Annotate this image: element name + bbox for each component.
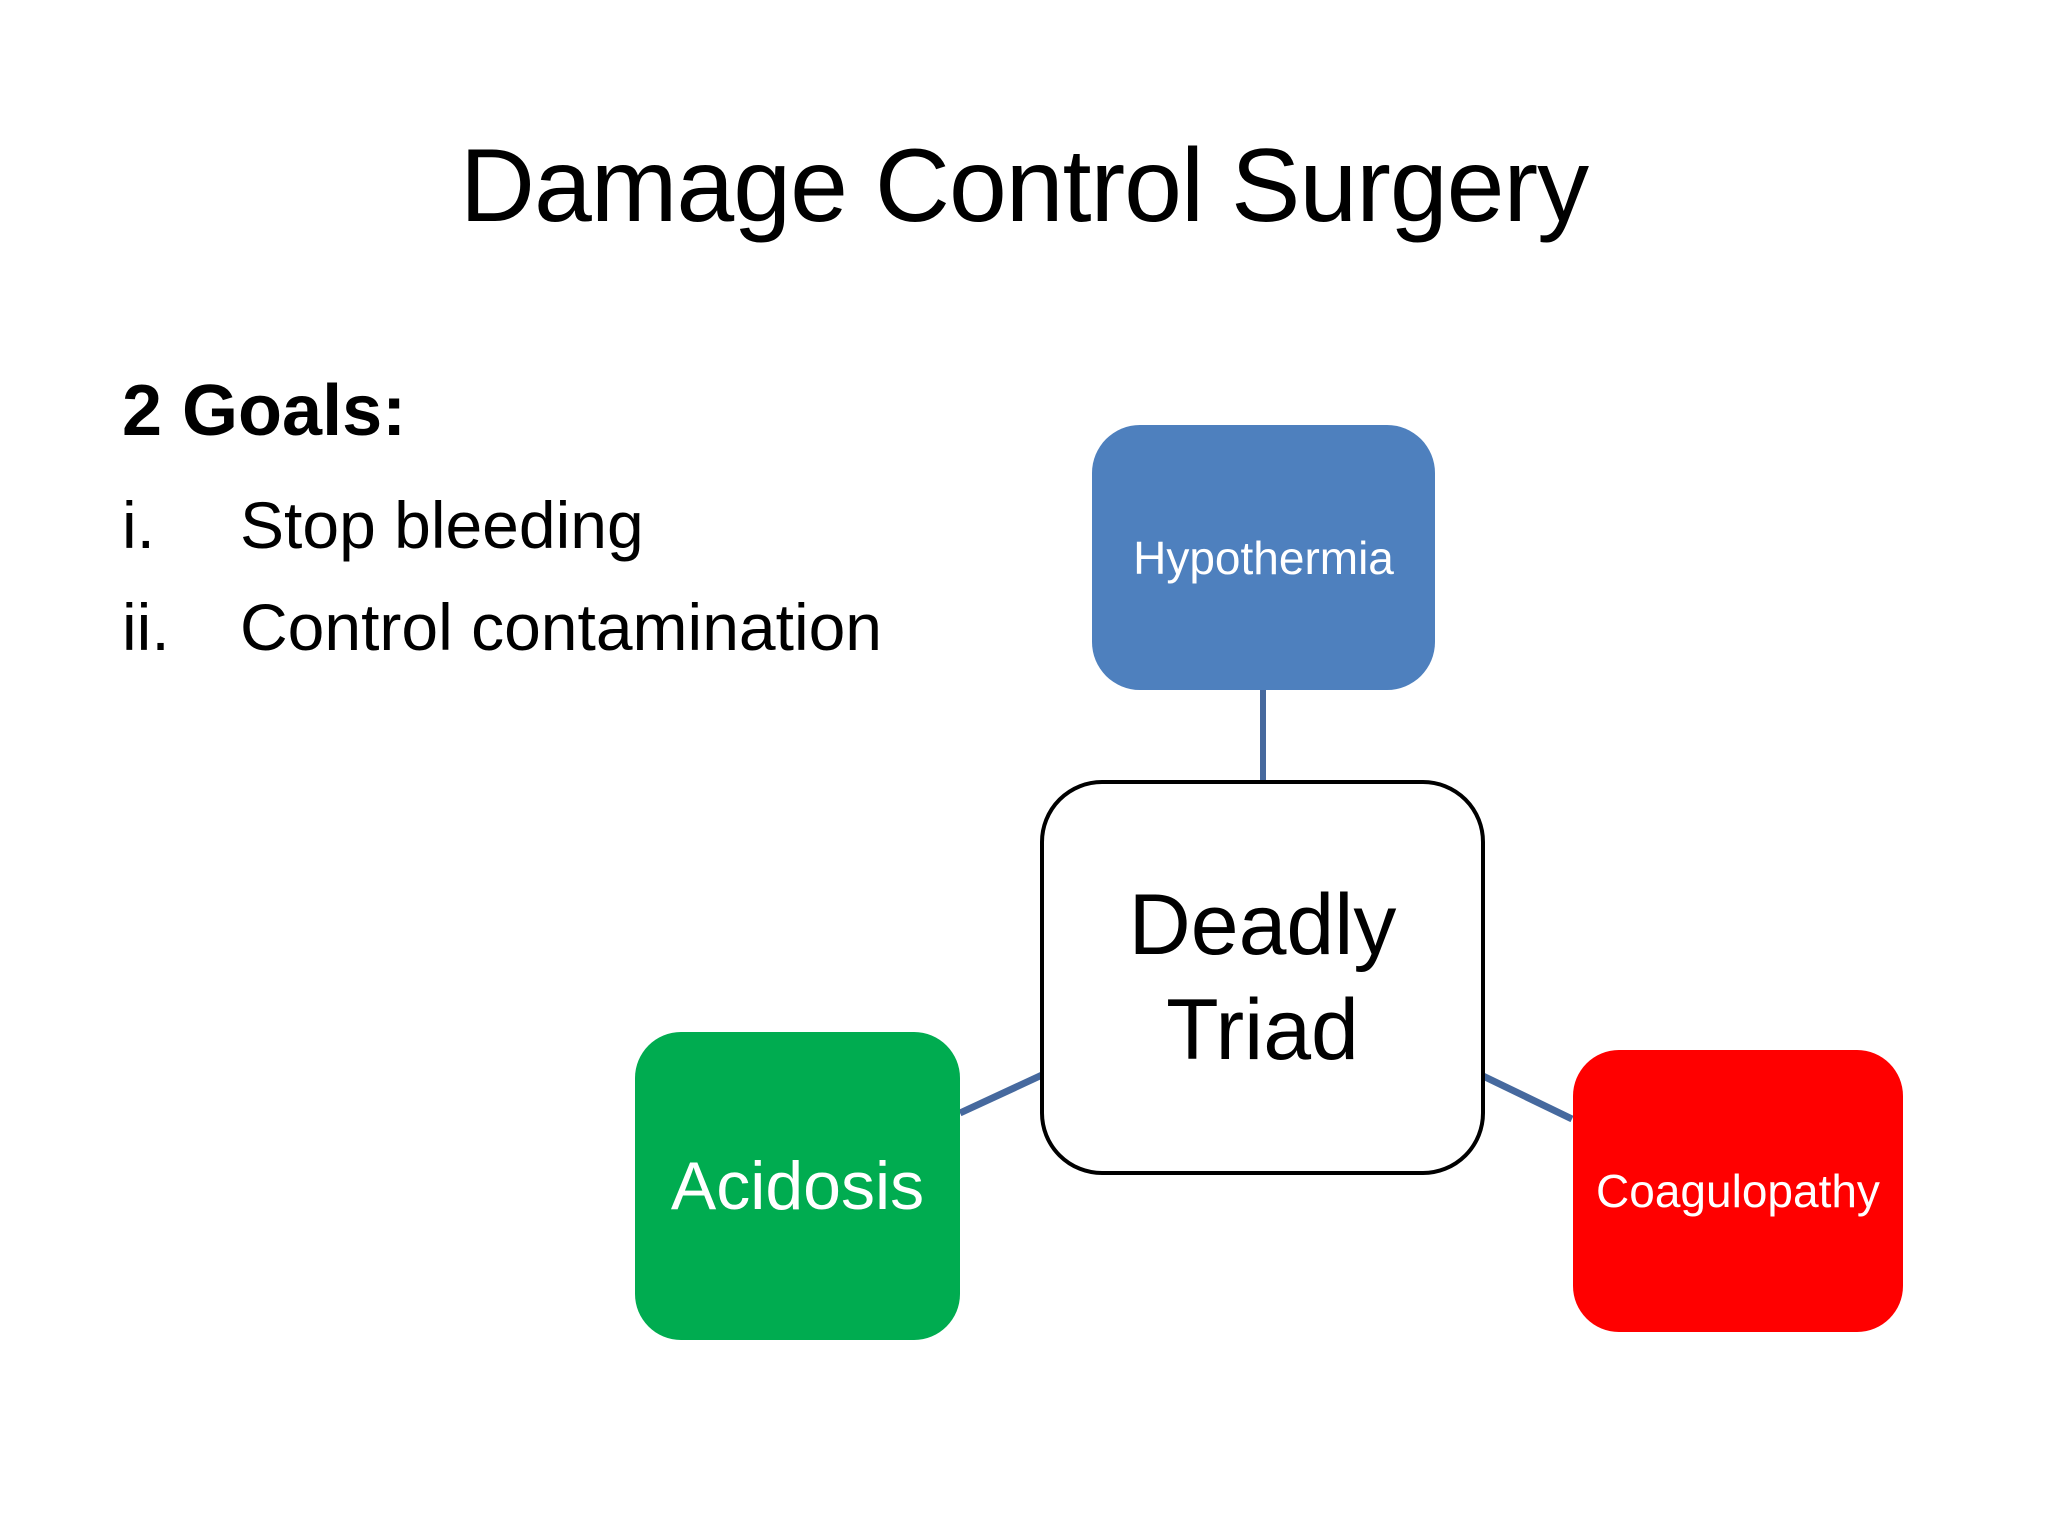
goals-heading: 2 Goals: — [122, 371, 407, 451]
connector-center-to-coagulopathy — [1481, 1072, 1574, 1123]
goal-item-2: ii. Control contamination — [122, 594, 882, 660]
node-hypothermia: Hypothermia — [1092, 425, 1435, 690]
node-deadly-triad-label-line1: Deadly — [1128, 876, 1397, 973]
node-hypothermia-label: Hypothermia — [1133, 531, 1394, 584]
goal-item-1: i. Stop bleeding — [122, 492, 882, 558]
goal-item-1-numeral: i. — [122, 488, 155, 562]
node-deadly-triad-label-line2: Triad — [1166, 981, 1359, 1078]
slide-title: Damage Control Surgery — [459, 128, 1589, 244]
goal-item-2-label: Control contamination — [240, 590, 883, 664]
node-acidosis: Acidosis — [635, 1032, 960, 1340]
node-coagulopathy-label: Coagulopathy — [1596, 1165, 1880, 1217]
goal-item-2-numeral: ii. — [122, 590, 170, 664]
connector-acidosis-to-center — [958, 1071, 1044, 1117]
goal-item-1-label: Stop bleeding — [240, 488, 644, 562]
goals-list: i. Stop bleeding ii. Control contaminati… — [122, 492, 882, 696]
node-acidosis-label: Acidosis — [670, 1148, 925, 1224]
node-deadly-triad: Deadly Triad — [1040, 780, 1485, 1175]
node-coagulopathy: Coagulopathy — [1573, 1050, 1903, 1332]
